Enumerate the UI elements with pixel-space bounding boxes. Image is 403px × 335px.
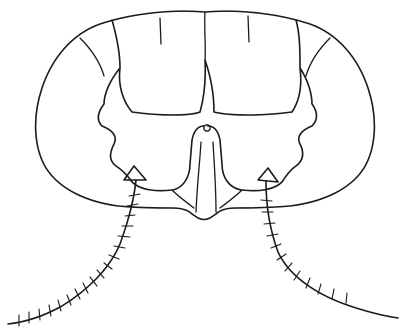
anterior-median-fissure xyxy=(196,142,216,212)
posterior-median-sulcus xyxy=(205,12,206,60)
grey-matter-right xyxy=(205,20,317,191)
nerve-hatches-left xyxy=(19,194,140,326)
ventral-horn-left-inner xyxy=(172,190,194,208)
central-canal xyxy=(204,125,210,131)
white-matter-left-edge xyxy=(80,38,104,76)
lesion-triangle-left xyxy=(124,166,146,180)
dorsal-mark-right xyxy=(248,16,249,42)
white-matter-right-edge xyxy=(306,38,330,76)
ventral-horn-right-inner xyxy=(220,190,242,208)
grey-matter-left xyxy=(98,20,205,191)
nerve-fiber-left xyxy=(8,180,136,324)
dorsal-mark-left xyxy=(160,18,161,44)
nerve-hatches-right xyxy=(261,200,347,303)
lesion-triangle-right xyxy=(258,168,278,182)
